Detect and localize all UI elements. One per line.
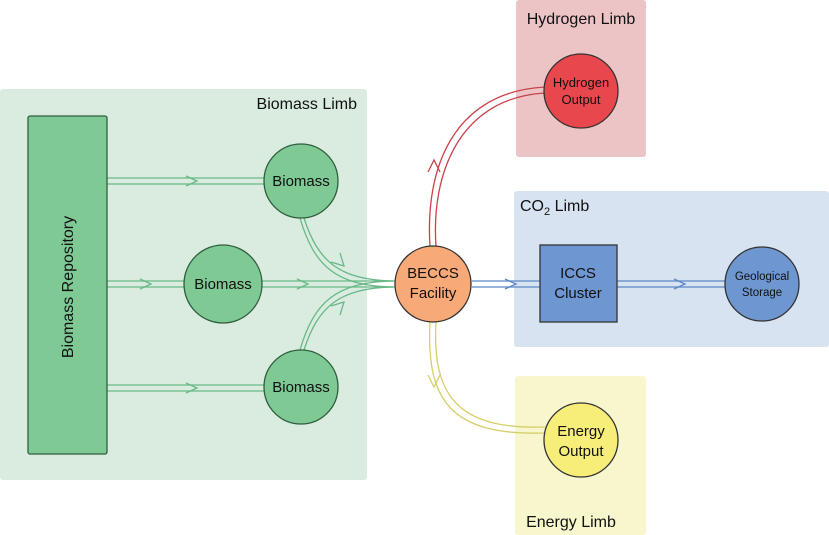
flow-iccs-to-geological bbox=[617, 280, 725, 288]
arrowhead-middle-2 bbox=[296, 278, 310, 290]
energy-output-label-line1: Energy bbox=[557, 423, 605, 440]
energy-output-node bbox=[543, 402, 619, 478]
arrowhead-co2-2 bbox=[673, 278, 687, 290]
arrowhead-hydrogen bbox=[427, 158, 441, 173]
biomass-repository-label: Biomass Repository bbox=[60, 216, 77, 358]
iccs-cluster-label-line1: ICCS bbox=[560, 265, 596, 282]
flow-biomass-top-to-beccs bbox=[299, 217, 394, 288]
arrowhead-top bbox=[185, 175, 199, 187]
biomass-node-bottom bbox=[263, 349, 339, 425]
iccs-cluster-label-line2: Cluster bbox=[554, 285, 602, 302]
hydrogen-limb-title: Hydrogen Limb bbox=[527, 11, 636, 28]
hydrogen-output-node bbox=[543, 53, 619, 129]
beccs-facility-label-line2: Facility bbox=[410, 285, 457, 302]
geological-storage-node bbox=[724, 246, 800, 322]
flow-repo-to-biomass-top bbox=[107, 177, 266, 185]
arrowhead-curve-top bbox=[330, 252, 345, 267]
geological-storage-label-line2: Storage bbox=[742, 287, 782, 299]
biomass-node-middle bbox=[183, 244, 263, 324]
biomass-flows bbox=[107, 175, 395, 394]
energy-limb-title: Energy Limb bbox=[526, 514, 616, 531]
flow-beccs-to-energy bbox=[428, 321, 546, 434]
hydrogen-output-label-line1: Hydrogen bbox=[553, 75, 609, 90]
energy-output-label-line2: Output bbox=[558, 443, 604, 460]
flow-biomass-middle-to-beccs bbox=[262, 280, 395, 288]
geological-storage-label-line1: Geological bbox=[735, 271, 789, 283]
arrowhead-co2-1 bbox=[504, 278, 518, 290]
biomass-node-bottom-label: Biomass bbox=[272, 379, 330, 396]
arrowhead-middle-1 bbox=[139, 278, 153, 290]
energy-flow bbox=[427, 321, 546, 434]
flow-repo-to-biomass-bottom bbox=[107, 384, 266, 392]
arrowhead-energy bbox=[427, 374, 441, 389]
flow-beccs-to-hydrogen bbox=[428, 86, 546, 247]
iccs-cluster-box bbox=[539, 244, 618, 323]
hydrogen-flow bbox=[427, 86, 546, 247]
flow-biomass-bottom-to-beccs bbox=[299, 280, 394, 351]
biomass-limb-title: Biomass Limb bbox=[257, 96, 358, 113]
beccs-facility-label-line1: BECCS bbox=[407, 265, 459, 282]
arrowhead-bottom bbox=[185, 382, 199, 394]
co2-flows bbox=[472, 278, 725, 290]
co2-limb-title: CO2 Limb bbox=[520, 198, 589, 218]
biomass-repository-box bbox=[27, 115, 108, 455]
biomass-node-top bbox=[263, 143, 339, 219]
biomass-node-middle-label: Biomass bbox=[194, 276, 252, 293]
biomass-node-top-label: Biomass bbox=[272, 173, 330, 190]
beccs-facility-node bbox=[394, 245, 472, 323]
hydrogen-output-label-line2: Output bbox=[561, 92, 600, 107]
arrowhead-curve-bottom bbox=[330, 301, 345, 316]
flow-beccs-to-iccs bbox=[472, 280, 540, 288]
